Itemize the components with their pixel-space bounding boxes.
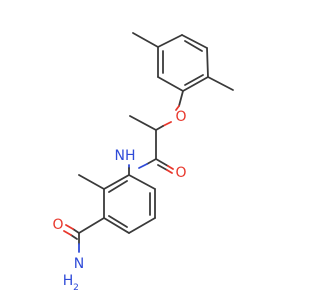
carbonyl-n-bond-c bbox=[146, 158, 157, 165]
ring-double-bond-inner bbox=[108, 180, 128, 193]
ring-bond bbox=[157, 76, 184, 92]
amide-co-bond-c bbox=[155, 158, 169, 167]
amide-nh-label: NH bbox=[115, 148, 136, 164]
methyl-bond-top bbox=[132, 32, 159, 48]
amide-co-double-o bbox=[166, 169, 173, 174]
amide-co-bond-o bbox=[167, 165, 174, 170]
carboxamide-co-bond-c bbox=[72, 228, 80, 234]
benzamide-ring bbox=[103, 174, 156, 234]
ring-bond bbox=[157, 34, 183, 48]
ring-methyl-bond bbox=[78, 174, 105, 190]
ring-double-bond-inner bbox=[184, 40, 203, 52]
carboxamide-oxygen-label: O bbox=[52, 217, 63, 233]
ring-double-bond-inner bbox=[108, 215, 128, 228]
ring-bond bbox=[181, 34, 208, 49]
amide-oxygen-label: O bbox=[175, 165, 186, 181]
o-ch-bond-o bbox=[162, 121, 172, 127]
ring-bond bbox=[182, 76, 209, 92]
o-ch-bond-c bbox=[155, 125, 164, 131]
molecule-structure: O O NH O N H 2 bbox=[52, 32, 234, 293]
ring-bond bbox=[128, 217, 156, 234]
carboxamide-co-double-c bbox=[70, 234, 78, 240]
ring-carboxamide-bond bbox=[78, 217, 105, 234]
structure-canvas: O O NH O N H 2 bbox=[52, 32, 234, 293]
ring-bond bbox=[103, 217, 130, 234]
carbonyl-n-bond-n bbox=[138, 163, 148, 169]
ring-bond bbox=[103, 174, 130, 190]
carboxamide-hydrogen-subscript: 2 bbox=[73, 283, 79, 293]
carboxamide-co-bond-o bbox=[65, 224, 74, 230]
carboxamide-co-double-o bbox=[63, 230, 72, 236]
ring-double-bond-inner bbox=[184, 74, 204, 86]
aryl-o-bond-c bbox=[178, 90, 184, 107]
methyl-bond-right bbox=[207, 76, 234, 91]
ring-bond bbox=[206, 47, 209, 78]
ch-methyl-bond bbox=[129, 115, 157, 131]
aryl-o-bond-o bbox=[175, 105, 180, 111]
amide-co-double-c bbox=[157, 164, 168, 171]
ether-oxygen-label: O bbox=[175, 109, 186, 125]
ring-bond bbox=[128, 174, 156, 190]
dimethylphenyl-ring bbox=[157, 34, 209, 92]
carboxamide-hydrogen-label: H bbox=[63, 273, 74, 289]
carboxamide-nitrogen-label: N bbox=[74, 256, 84, 272]
